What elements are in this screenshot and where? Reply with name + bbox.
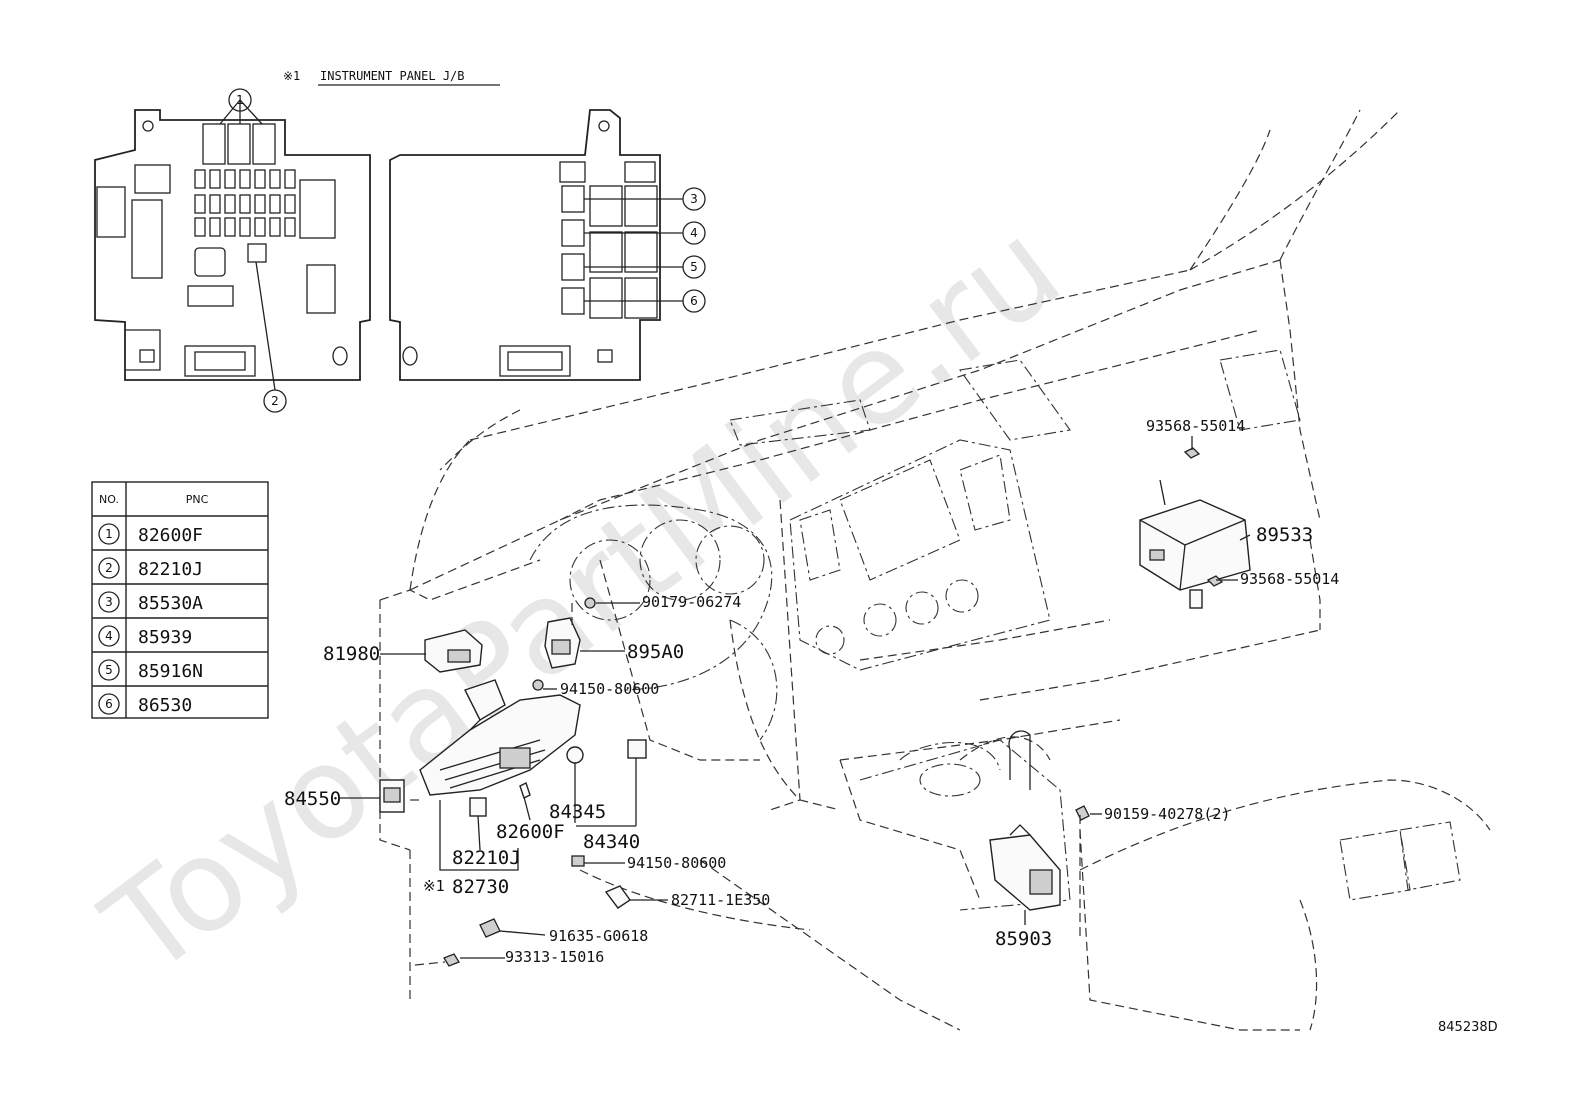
diagram-id: 845238D bbox=[1438, 1020, 1498, 1035]
part-89533 bbox=[1139, 479, 1251, 609]
label-93313: 93313-15016 bbox=[505, 948, 604, 966]
label-895a0: 895A0 bbox=[627, 641, 684, 663]
label-82210j: 82210J bbox=[452, 847, 521, 869]
label-84345: 84345 bbox=[549, 801, 606, 823]
dashboard-outline bbox=[379, 109, 1491, 1031]
center-panel bbox=[729, 349, 1301, 671]
junction-block-left bbox=[94, 99, 371, 391]
callout-5: 5 bbox=[690, 260, 698, 274]
clip-icon bbox=[532, 679, 544, 691]
part-82210j bbox=[469, 797, 487, 817]
bolt-icon bbox=[443, 953, 460, 967]
table-row-pnc: 86530 bbox=[138, 695, 192, 716]
label-91635: 91635-G0618 bbox=[549, 927, 648, 945]
label-81980: 81980 bbox=[323, 643, 380, 665]
callout-4: 4 bbox=[690, 226, 698, 240]
part-labels: 93568-55014 89533 93568-55014 90179-0627… bbox=[284, 417, 1339, 966]
table-row-pnc: 85530A bbox=[138, 593, 203, 614]
callout-1: 1 bbox=[236, 93, 244, 107]
label-82730: 82730 bbox=[452, 876, 509, 898]
label-84550: 84550 bbox=[284, 788, 341, 810]
instrument-cluster bbox=[529, 504, 778, 741]
clip-icon bbox=[571, 855, 585, 867]
label-89533: 89533 bbox=[1256, 524, 1313, 546]
table-row-no: 1 bbox=[105, 527, 113, 541]
label-93568-top: 93568-55014 bbox=[1146, 417, 1245, 435]
leader-lines bbox=[340, 436, 1251, 966]
callout-2: 2 bbox=[271, 394, 279, 408]
table-header-pnc: PNC bbox=[186, 493, 209, 506]
label-93568-bottom: 93568-55014 bbox=[1240, 570, 1339, 588]
table-row-no: 2 bbox=[105, 561, 113, 575]
bolt-icon bbox=[479, 918, 501, 938]
table-row-pnc: 85916N bbox=[138, 661, 203, 682]
table-row-pnc: 82600F bbox=[138, 525, 203, 546]
label-82711: 82711-1E350 bbox=[671, 891, 770, 909]
callout-6: 6 bbox=[690, 294, 698, 308]
part-895a0 bbox=[544, 617, 581, 669]
label-90179: 90179-06274 bbox=[642, 593, 741, 611]
label-84340: 84340 bbox=[583, 831, 640, 853]
table-header-no: NO. bbox=[99, 493, 119, 506]
part-84345 bbox=[566, 746, 584, 764]
label-82600f: 82600F bbox=[496, 821, 565, 843]
table-row-no: 5 bbox=[105, 663, 113, 677]
label-90159: 90159-40278(2) bbox=[1104, 805, 1230, 823]
callout-3: 3 bbox=[690, 192, 698, 206]
clip-icon bbox=[584, 597, 596, 609]
pnc-table: NO. PNC 1 82600F 2 82210J 3 85530A 4 859… bbox=[91, 481, 269, 719]
jb-callouts: 1 2 3 4 5 6 bbox=[228, 88, 706, 413]
label-94150-top: 94150-80600 bbox=[560, 680, 659, 698]
table-row-no: 6 bbox=[105, 697, 113, 711]
table-row-pnc: 82210J bbox=[138, 559, 203, 580]
part-81980 bbox=[424, 629, 483, 673]
jb-header: ※1 INSTRUMENT PANEL J/B bbox=[283, 69, 500, 86]
fuse-grid bbox=[194, 123, 296, 237]
watermark: ToyotaPartMine.ru bbox=[78, 193, 1087, 1005]
table-row-pnc: 85939 bbox=[138, 627, 192, 648]
part-82600f bbox=[519, 782, 531, 799]
part-85903 bbox=[989, 824, 1061, 911]
label-85903: 85903 bbox=[995, 928, 1052, 950]
bolt-icon bbox=[1075, 805, 1090, 821]
part-84340 bbox=[627, 739, 647, 759]
part-84550 bbox=[379, 779, 405, 813]
table-row-no: 3 bbox=[105, 595, 113, 609]
table-row-no: 4 bbox=[105, 629, 113, 643]
junction-block-right bbox=[389, 109, 683, 381]
screw-icon bbox=[1183, 447, 1224, 587]
label-82730-prefix: ※1 bbox=[423, 877, 445, 895]
jb-title: INSTRUMENT PANEL J/B bbox=[320, 69, 465, 83]
label-94150-bottom: 94150-80600 bbox=[627, 854, 726, 872]
jb-title-prefix: ※1 bbox=[283, 69, 300, 83]
part-ecu-block bbox=[419, 679, 581, 796]
